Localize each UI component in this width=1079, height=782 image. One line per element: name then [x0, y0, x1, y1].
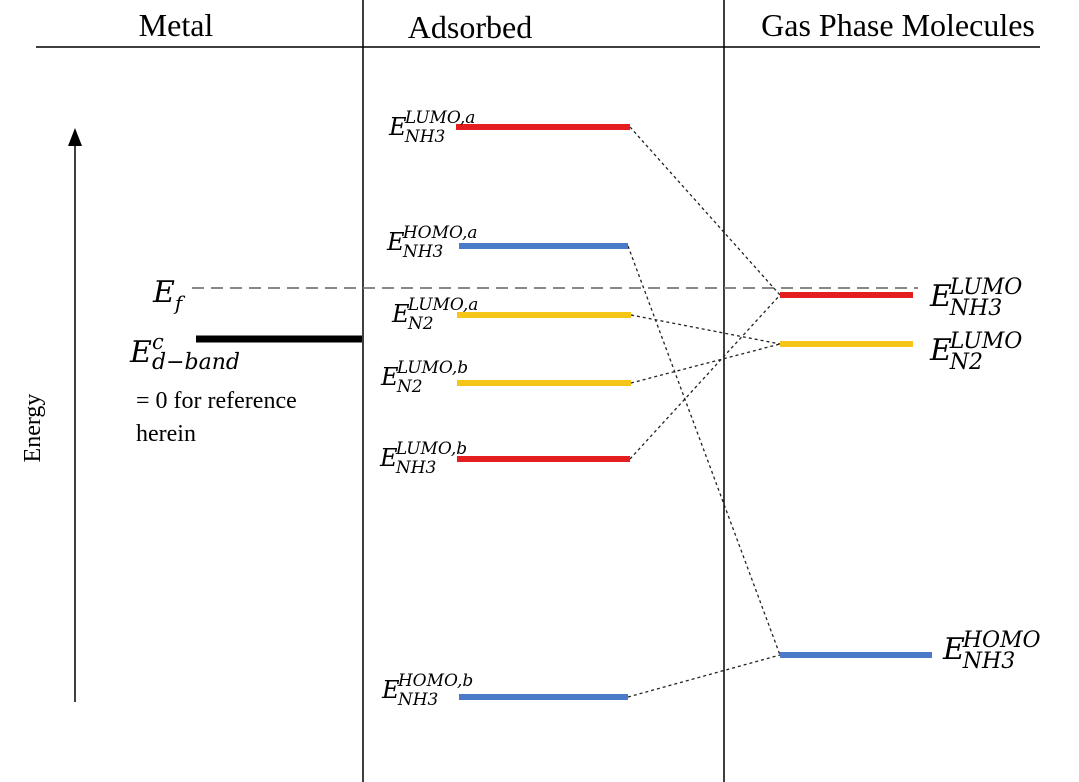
label-nh3-lumo-b-sub: NH3	[395, 458, 437, 478]
d-band-label: E	[129, 335, 152, 370]
label-gas-n2-lumo-sub: N2	[949, 350, 983, 375]
label-gas-nh3-homo-sub: NH3	[962, 649, 1015, 674]
label-gas-nh3-lumo-base: E	[929, 279, 952, 314]
label-nh3-lumo-b-base: E	[379, 444, 398, 472]
connection-n2-lumo-b-to-gas-n2-lumo	[630, 343, 781, 384]
d-band-label-base: E	[129, 335, 152, 370]
energy-axis-arrowhead	[68, 128, 82, 146]
label-nh3-homo-b-sup: HOMO,b	[397, 671, 473, 691]
label-gas-nh3-lumo-sub: NH3	[949, 296, 1002, 321]
label-n2-lumo-a-sup: LUMO,a	[407, 295, 479, 315]
label-gas-n2-lumo-base: E	[929, 333, 952, 368]
connection-n2-lumo-a-to-gas-n2-lumo	[630, 314, 781, 345]
label-nh3-homo-a-base: E	[386, 228, 405, 256]
d-band-note-line1: = 0 for reference	[136, 388, 297, 414]
connection-nh3-homo-a-to-gas-nh3-homo	[627, 245, 781, 656]
header-metal: Metal	[139, 7, 214, 43]
header-adsorbed: Adsorbed	[408, 9, 532, 45]
label-nh3-lumo-a-base: E	[388, 113, 407, 141]
label-nh3-homo-b-sub: NH3	[397, 690, 439, 710]
connection-nh3-homo-b-to-gas-nh3-homo	[627, 654, 781, 698]
connection-nh3-lumo-a-to-gas-nh3-lumo	[629, 126, 781, 296]
label-nh3-homo-a-sup: HOMO,a	[402, 223, 478, 243]
fermi-label-sub: f	[173, 291, 186, 315]
label-gas-nh3-homo-sup: HOMO	[962, 628, 1041, 653]
label-nh3-homo-a-sub: NH3	[402, 242, 444, 262]
d-band-label-sub: d−band	[152, 350, 240, 375]
fermi-label: Ef	[152, 275, 186, 315]
label-n2-lumo-a-sub: N2	[407, 314, 434, 334]
d-band-note-line2: herein	[136, 421, 196, 447]
d-band-label-sup: c	[152, 330, 164, 354]
fermi-label-base: E	[152, 275, 175, 310]
connection-nh3-lumo-b-to-gas-nh3-lumo	[629, 294, 781, 460]
label-nh3-lumo-a-sup: LUMO,a	[404, 108, 476, 128]
label-gas-nh3-lumo-sup: LUMO	[949, 275, 1023, 300]
label-n2-lumo-b-base: E	[380, 363, 399, 391]
label-nh3-lumo-b-sup: LUMO,b	[395, 439, 467, 459]
energy-axis-label: Energy	[20, 394, 46, 463]
label-gas-n2-lumo-sup: LUMO	[949, 329, 1023, 354]
connection-lines	[627, 126, 781, 698]
label-nh3-homo-b-base: E	[381, 676, 400, 704]
energy-levels: ELUMO,aNH3EHOMO,aNH3ELUMO,aN2ELUMO,bN2EL…	[379, 108, 1041, 710]
header-gas-phase: Gas Phase Molecules	[761, 7, 1035, 43]
label-n2-lumo-a-base: E	[391, 300, 410, 328]
label-gas-nh3-homo-base: E	[942, 632, 965, 667]
label-n2-lumo-b-sub: N2	[396, 377, 423, 397]
label-nh3-lumo-a-sub: NH3	[404, 127, 446, 147]
label-n2-lumo-b-sup: LUMO,b	[396, 358, 468, 378]
